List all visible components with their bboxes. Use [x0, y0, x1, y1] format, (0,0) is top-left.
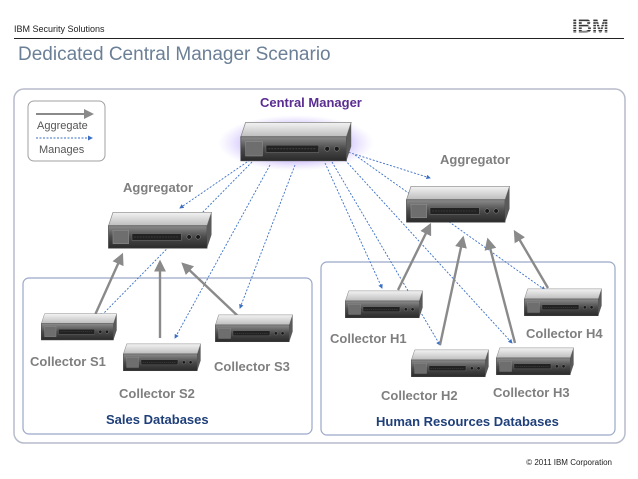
collector-h4-server	[523, 288, 603, 317]
aggregator-right-server	[405, 185, 511, 223]
collector-s1-server	[40, 313, 118, 341]
aggregator-left-server	[107, 211, 213, 249]
collector-h1-label: Collector H1	[330, 331, 407, 346]
legend-manages-label: Manages	[39, 144, 85, 156]
collector-h1-server	[344, 290, 424, 319]
collector-s2-server	[122, 343, 202, 372]
central-manager-node	[218, 115, 374, 171]
collector-h2-label: Collector H2	[381, 388, 458, 403]
collector-s2-label: Collector S2	[119, 386, 195, 401]
ibm-logo: IBM	[572, 17, 609, 35]
copyright-text: © 2011 IBM Corporation	[526, 458, 612, 467]
sales-databases-label: Sales Databases	[106, 412, 209, 427]
collector-h4-label: Collector H4	[526, 326, 603, 341]
hr-databases-label: Human Resources Databases	[376, 414, 559, 429]
central-manager-label: Central Manager	[260, 95, 362, 110]
collector-h3-server	[495, 347, 575, 376]
collector-s3-server	[214, 314, 294, 343]
svg-text:IBM: IBM	[572, 17, 609, 35]
aggregator-right-label: Aggregator	[440, 152, 510, 167]
legend: Aggregate Manages	[27, 100, 106, 162]
collector-s3-label: Collector S3	[214, 359, 290, 374]
aggregate-arrows	[93, 222, 550, 346]
header-company-text: IBM Security Solutions	[14, 24, 105, 34]
header-divider	[14, 38, 624, 39]
sales-databases-group	[22, 277, 313, 435]
aggregator-left-label: Aggregator	[123, 180, 193, 195]
collector-s1-label: Collector S1	[30, 354, 106, 369]
page-title: Dedicated Central Manager Scenario	[18, 44, 331, 65]
collector-h2-server	[410, 349, 490, 378]
collector-h3-label: Collector H3	[493, 385, 570, 400]
legend-aggregate-label: Aggregate	[37, 120, 88, 132]
hr-databases-group	[320, 261, 616, 436]
